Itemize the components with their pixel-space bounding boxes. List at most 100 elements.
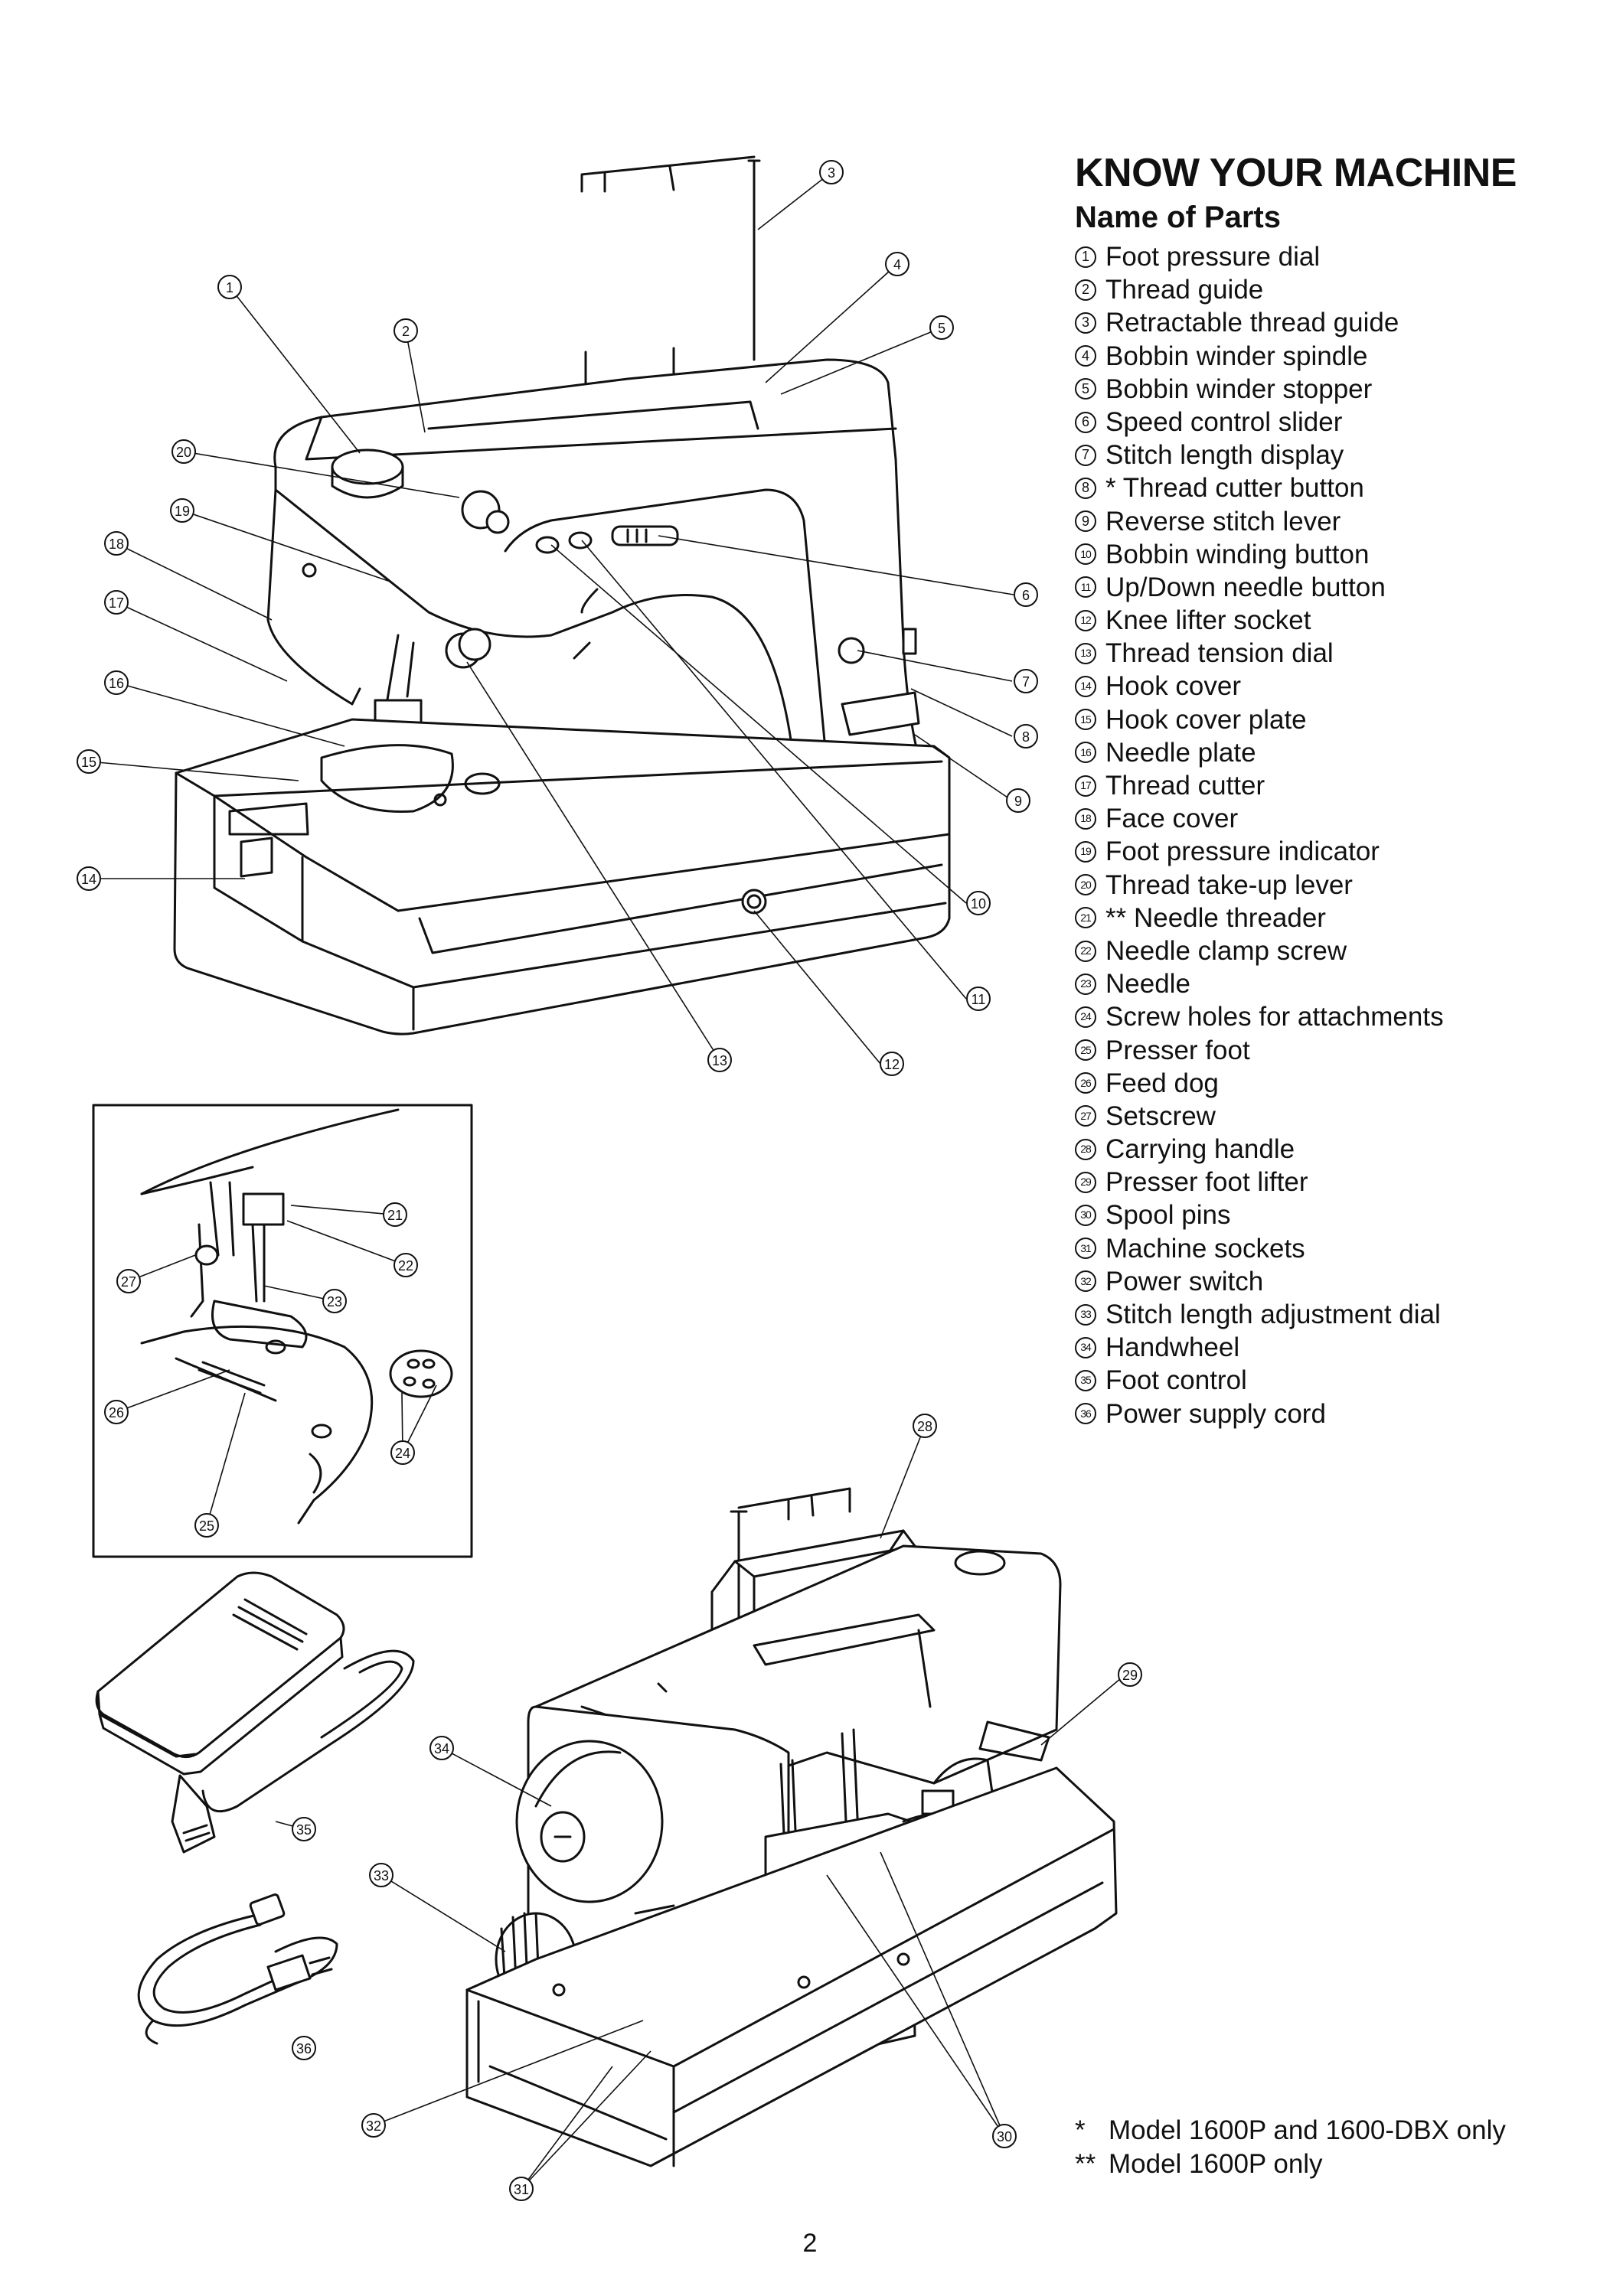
callout-circle [509, 2177, 534, 2201]
callout-number: 34 [434, 1741, 449, 1756]
part-label: Stitch length display [1105, 440, 1344, 471]
part-item: 19 Foot pressure indicator [1075, 835, 1444, 868]
callout-number: 5 [938, 321, 945, 336]
callout-circle [77, 866, 101, 891]
callout-number: 10 [971, 896, 986, 912]
callout-5: 5 [929, 315, 954, 340]
callout-number: 15 [81, 755, 96, 770]
callout-number: 31 [514, 2182, 529, 2197]
part-number: 36 [1075, 1403, 1096, 1425]
part-item: 7 Stitch length display [1075, 439, 1444, 471]
callout-number: 1 [226, 280, 233, 295]
callout-number: 7 [1022, 674, 1030, 690]
callout-number: 11 [972, 992, 986, 1007]
part-label: Thread take-up lever [1105, 869, 1353, 900]
part-label: Bobbin winding button [1105, 539, 1370, 569]
callout-number: 20 [176, 445, 191, 460]
part-label: Power supply cord [1105, 1398, 1326, 1429]
power-cord-drawing [137, 1893, 338, 2045]
callout-number: 22 [398, 1258, 413, 1274]
part-label: Setscrew [1105, 1101, 1216, 1131]
part-number: 3 [1075, 311, 1096, 334]
part-number: 16 [1075, 742, 1096, 764]
callout-circle [992, 2124, 1017, 2148]
part-label: Knee lifter socket [1105, 605, 1311, 636]
part-number: 7 [1075, 444, 1096, 466]
callout-circle [104, 1400, 129, 1424]
callout-number: 25 [199, 1518, 214, 1534]
callout-circle [383, 1202, 407, 1227]
callout-11: 11 [966, 987, 991, 1011]
part-item: 36 Power supply cord [1075, 1397, 1444, 1430]
section-heading: Name of Parts [1075, 201, 1281, 234]
part-label: Thread guide [1105, 275, 1264, 305]
leader-lines [88, 171, 1126, 2190]
part-number: 34 [1075, 1336, 1096, 1358]
part-number: 26 [1075, 1072, 1096, 1094]
part-label: Needle [1105, 969, 1190, 1000]
part-label: Presser foot [1105, 1035, 1250, 1065]
footnote-mark: ** [1075, 2149, 1096, 2179]
callout-number: 2 [402, 324, 410, 339]
callout-circle [913, 1414, 937, 1438]
part-number: 22 [1075, 940, 1096, 962]
callout-number: 21 [387, 1208, 403, 1223]
callout-number: 17 [109, 595, 124, 611]
callout-32: 32 [361, 2113, 386, 2138]
callout-35: 35 [292, 1817, 316, 1841]
footnote-text: Model 1600P only [1109, 2149, 1323, 2179]
callout-20: 20 [171, 439, 196, 464]
callout-number: 9 [1014, 794, 1022, 809]
callout-25: 25 [194, 1513, 219, 1538]
callout-number: 13 [712, 1053, 727, 1068]
callout-33: 33 [369, 1863, 394, 1887]
callout-circle [369, 1863, 394, 1887]
footnote: ** Model 1600P only [1075, 2148, 1506, 2181]
page-heading: KNOW YOUR MACHINE [1075, 151, 1517, 195]
callout-6: 6 [1014, 582, 1038, 607]
callout-circle [880, 1052, 904, 1076]
page-number: 2 [802, 2229, 818, 2258]
part-label: Presser foot lifter [1105, 1167, 1308, 1198]
part-item: 2 Thread guide [1075, 273, 1444, 306]
callout-number: 28 [917, 1419, 932, 1434]
callout-22: 22 [394, 1253, 418, 1277]
callout-circle [394, 318, 418, 343]
part-label: Bobbin winder spindle [1105, 341, 1368, 371]
part-number: 20 [1075, 874, 1096, 896]
part-label: Power switch [1105, 1266, 1264, 1296]
callout-4: 4 [885, 252, 909, 276]
part-label: Handwheel [1105, 1332, 1240, 1363]
part-number: 2 [1075, 279, 1096, 301]
callout-circle [171, 439, 196, 464]
callout-23: 23 [322, 1289, 347, 1313]
callout-21: 21 [383, 1202, 407, 1227]
part-label: Face cover [1105, 804, 1239, 834]
part-label: Retractable thread guide [1105, 308, 1399, 338]
callout-number: 18 [109, 536, 124, 552]
part-number: 27 [1075, 1105, 1096, 1127]
part-number: 13 [1075, 642, 1096, 664]
callout-circle [885, 252, 909, 276]
part-label: Reverse stitch lever [1105, 506, 1341, 536]
callout-number: 36 [296, 2041, 312, 2056]
part-label: Foot pressure indicator [1105, 837, 1380, 867]
needle-area-detail [92, 1104, 473, 1558]
part-number: 19 [1075, 840, 1096, 863]
part-item: 3 Retractable thread guide [1075, 306, 1444, 339]
callout-14: 14 [77, 866, 101, 891]
